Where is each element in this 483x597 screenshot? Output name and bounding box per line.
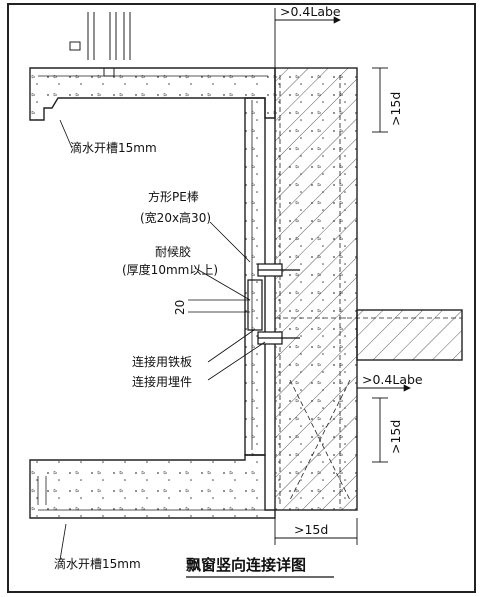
drawing-title: 飘窗竖向连接详图 [186, 556, 306, 574]
embed-label: 连接用埋件 [132, 374, 192, 389]
drawing-border [7, 3, 476, 593]
pe-rod-label: 方形PE棒 [148, 189, 199, 204]
drip-groove-bottom-label: 滴水开槽15mm [54, 556, 141, 571]
mid-width-dim: >0.4Labe [362, 372, 423, 387]
bottom-width-dim: >15d [294, 522, 328, 537]
sealant-thickness-label: (厚度10mm以上) [122, 262, 218, 277]
shell-inner-lines [37, 75, 268, 511]
sealant-label: 耐候胶 [155, 244, 191, 259]
floor-slab [356, 309, 463, 361]
plate-label: 连接用铁板 [132, 354, 192, 369]
top-width-dim: >0.4Labe [280, 4, 341, 19]
gap-dimension [188, 299, 250, 313]
leader-lines [59, 119, 266, 561]
mid-height-dim: >15d [388, 420, 403, 454]
connection-bolts [247, 263, 300, 345]
top-height-dim: >15d [388, 92, 403, 126]
gap-label: 20 [173, 300, 187, 315]
window-frame-top [69, 12, 131, 77]
rebar-lines [275, 75, 462, 505]
dimension-lines [274, 8, 411, 545]
pe-rod-size-label: (宽20x高30) [140, 210, 211, 225]
structural-wall [274, 67, 358, 511]
drip-groove-top-label: 滴水开槽15mm [70, 140, 157, 155]
